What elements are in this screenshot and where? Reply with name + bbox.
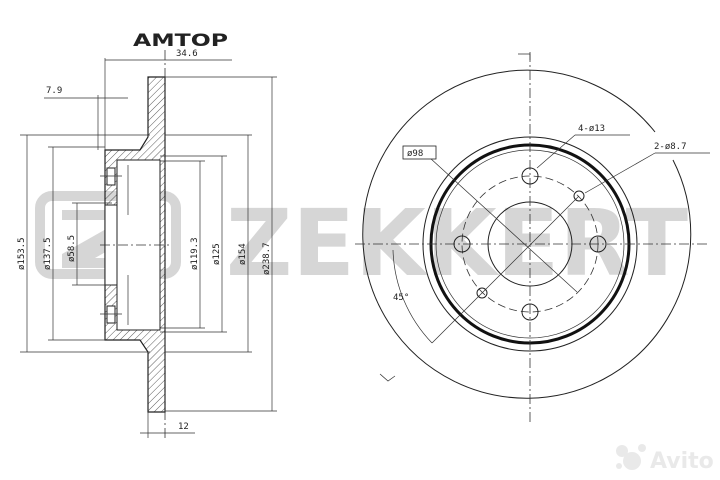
dim-d125: ø125 — [212, 243, 222, 265]
small-holes — [476, 190, 585, 299]
avito-text: Avito — [650, 449, 714, 474]
pcd-label: ø98 — [407, 149, 423, 159]
dim-thickness-12: 12 — [178, 422, 189, 432]
disc-outer-edge — [362, 69, 692, 399]
small-holes-label: 2-ø8.7 — [654, 142, 687, 152]
dim-d137-5: ø137.5 — [43, 237, 53, 270]
dim-d153-5: ø153.5 — [17, 237, 27, 270]
dim-offset-34-6: 34.6 — [176, 49, 198, 59]
zekkert-watermark: ZEKKERT — [35, 190, 688, 297]
dim-d58-5: ø58.5 — [67, 235, 77, 262]
bolt-holes — [453, 167, 607, 321]
front-view: ø98 4-ø13 2-ø8.7 45° — [355, 52, 710, 425]
dim-d154: ø154 — [238, 243, 248, 265]
side-section-view: 34.6 7.9 12 ø153.5 ø137.5 ø58.5 ø119.3 ø… — [17, 49, 277, 440]
avito-logo: Avito — [616, 444, 714, 474]
dim-step-7-9: 7.9 — [46, 86, 62, 96]
bolt-holes-label: 4-ø13 — [578, 124, 605, 134]
dim-d119-3: ø119.3 — [190, 237, 200, 270]
watermark-text: ZEKKERT — [226, 190, 688, 297]
angle-label: 45° — [393, 293, 409, 303]
amtop-brand: AMTOP — [133, 31, 228, 51]
dim-d238-7: ø238.7 — [262, 242, 272, 275]
